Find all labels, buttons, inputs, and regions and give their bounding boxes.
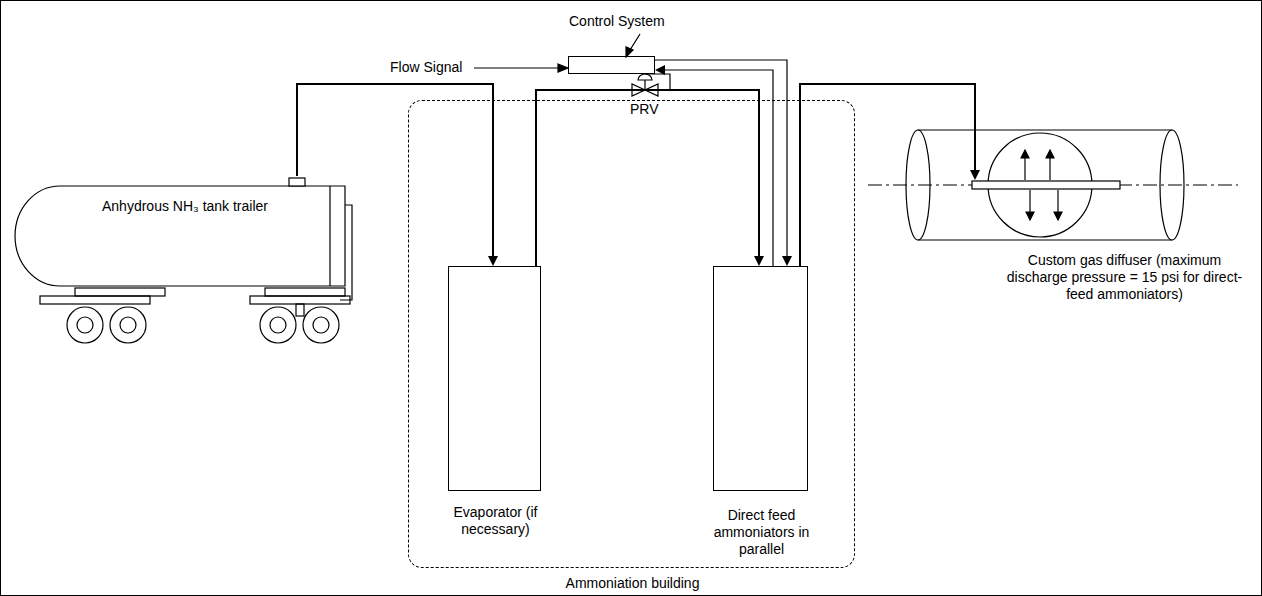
signal-arrows — [474, 34, 640, 72]
node-text: Evaporator (if necessary) — [439, 504, 552, 538]
node-text: Direct feed ammoniators in parallel — [704, 507, 819, 558]
connector-line — [297, 84, 493, 257]
connector-line — [536, 90, 759, 266]
arrowhead — [782, 256, 792, 266]
connector-line — [800, 84, 975, 266]
diffuser-jets — [1021, 150, 1062, 220]
arrowhead — [754, 256, 764, 266]
arrowhead — [488, 256, 498, 266]
pipe-connector — [655, 60, 792, 266]
pipe-connector — [800, 84, 980, 266]
node-text: Control System — [569, 13, 729, 30]
node-text: Anhydrous NH₃ tank trailer — [35, 198, 335, 215]
ammoniator-box: Direct feed ammoniators in parallel — [713, 266, 808, 491]
valve-label: PRV — [630, 101, 659, 118]
building-region: Ammoniation buildingEvaporator (if neces… — [408, 100, 855, 568]
node-text: Ammoniation building — [509, 575, 756, 592]
pipe-connector — [536, 90, 764, 266]
arrowhead — [655, 65, 665, 75]
prv-valve-symbol — [632, 74, 670, 96]
pipe-drawing — [868, 130, 1238, 240]
control-box: Control System — [568, 56, 655, 74]
gas-diffuser: Custom gas diffuser (maximum discharge p… — [905, 128, 1185, 243]
pipe-connector — [655, 65, 773, 266]
tank-trailer-drawing — [15, 178, 352, 343]
connector-line — [655, 60, 787, 257]
pipe-connector — [297, 84, 498, 266]
tank-trailer: Anhydrous NH₃ tank trailer — [15, 176, 350, 286]
signal-name: Flow Signal — [390, 59, 462, 76]
arrowhead — [970, 170, 980, 180]
node-text: Custom gas diffuser (maximum discharge p… — [997, 252, 1252, 303]
evaporator-box: Evaporator (if necessary) — [448, 266, 541, 491]
